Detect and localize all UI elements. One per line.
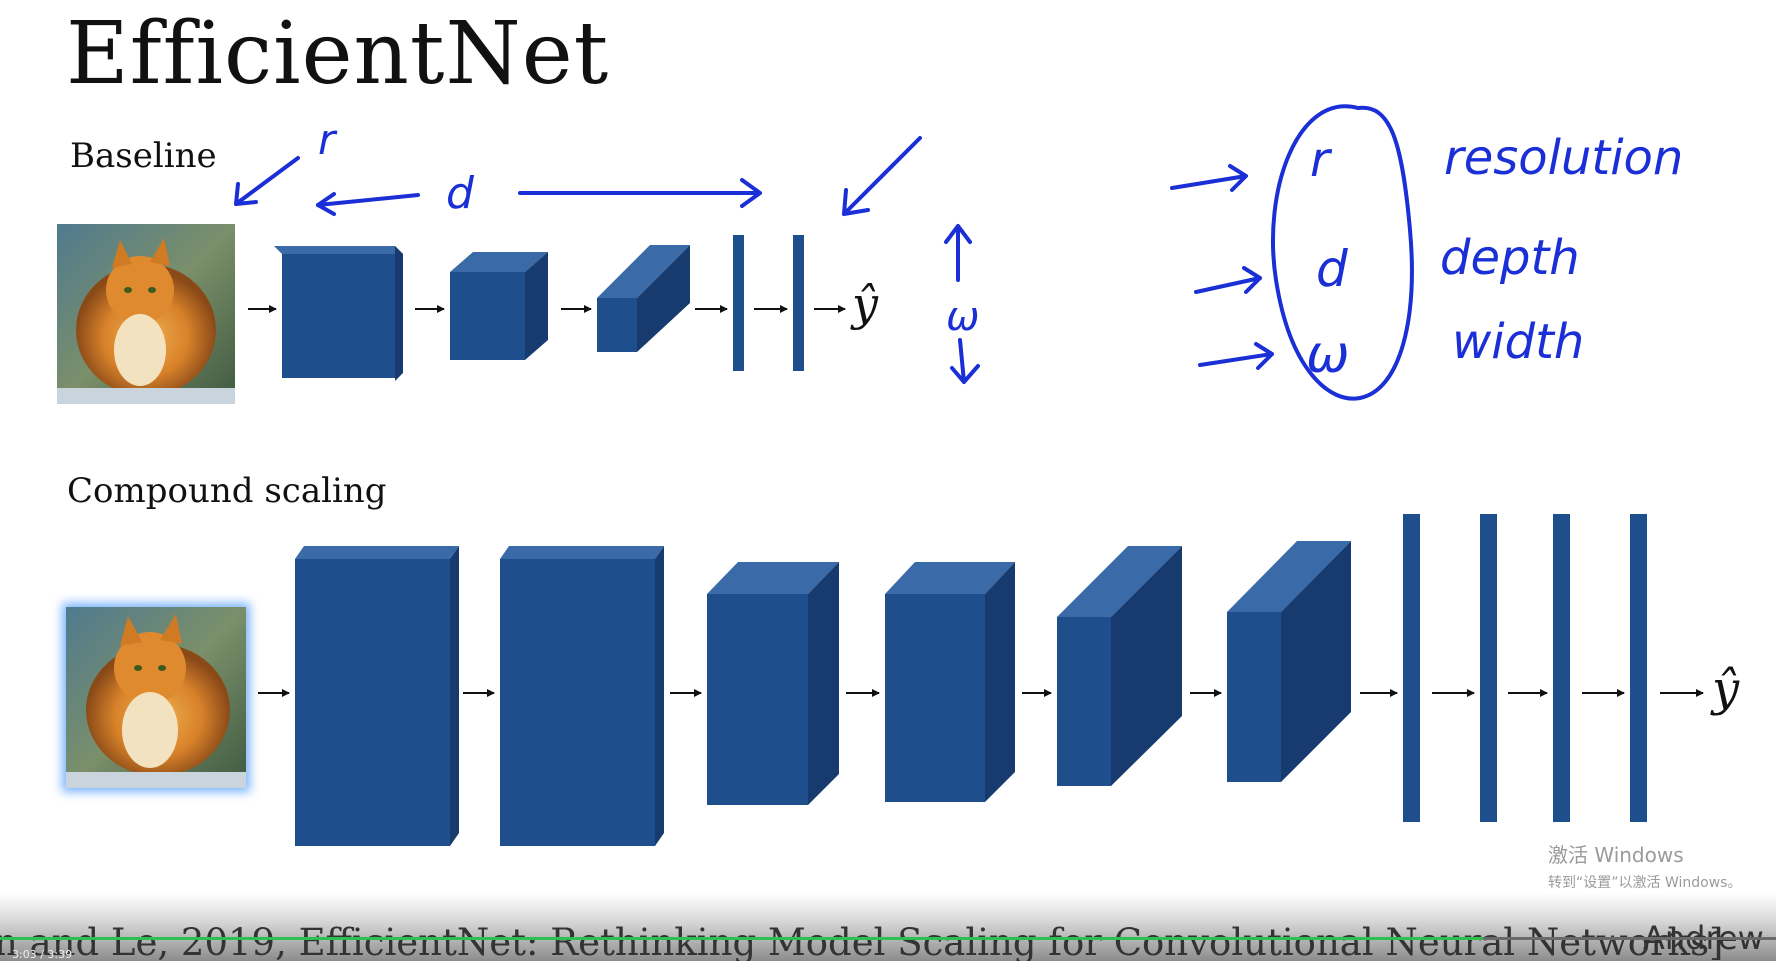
player-bottom-bar: n and Le, 2019, EfficientNet: Rethinking… — [0, 893, 1776, 961]
compound-fc-layer-1 — [1403, 514, 1420, 822]
compound-conv-block-5 — [1057, 546, 1182, 786]
width-symbol: ω — [946, 294, 980, 340]
compound-conv-block-4 — [885, 562, 1015, 802]
video-progress-bar[interactable] — [0, 937, 1776, 940]
depth-list-symbol: d — [1316, 240, 1348, 298]
compound-conv-block-1 — [295, 546, 459, 846]
list-arrow-d — [1194, 266, 1262, 294]
depth-word: depth — [1440, 230, 1580, 286]
width-arrow-down — [950, 338, 980, 384]
handwritten-annotations — [234, 104, 1414, 401]
baseline-conv-block-2 — [450, 252, 548, 360]
list-arrow-w — [1198, 342, 1274, 370]
depth-arrow-left — [316, 192, 420, 216]
baseline-label: Baseline — [70, 136, 217, 176]
baseline-output-y-hat: ŷ — [850, 277, 879, 331]
watermark-subtitle: 转到“设置”以激活 Windows。 — [1548, 875, 1742, 891]
windows-activation-watermark: 激活 Windows 转到“设置”以激活 Windows。 — [1548, 839, 1741, 892]
compound-fc-layer-3 — [1553, 514, 1570, 822]
handwritten-labels: r d ω r d ω resolution depth width — [318, 115, 1683, 385]
width-list-symbol: ω — [1306, 325, 1350, 385]
width-arrow-up — [944, 224, 972, 282]
resolution-arrow — [234, 156, 300, 206]
baseline-cat-image — [57, 224, 235, 404]
page-title: EfficientNet — [66, 4, 610, 104]
baseline-end-arrow — [842, 136, 922, 216]
compound-output-y-hat: ŷ — [1710, 661, 1740, 717]
compound-conv-block-3 — [707, 562, 839, 805]
baseline-fc-layer-1 — [733, 235, 744, 371]
list-arrow-r — [1170, 164, 1248, 192]
ellipse-group — [1271, 104, 1414, 401]
compound-fc-layer-4 — [1630, 514, 1647, 822]
baseline-fc-layer-2 — [793, 235, 804, 371]
baseline-conv-block-1 — [274, 246, 403, 381]
compound-conv-block-6 — [1227, 541, 1351, 782]
resolution-word: resolution — [1444, 130, 1683, 186]
compound-scaling-label: Compound scaling — [67, 471, 387, 511]
compound-conv-block-2 — [500, 546, 664, 846]
compound-fc-layer-2 — [1480, 514, 1497, 822]
video-progress-fill — [0, 937, 1483, 940]
video-time: 3:03 / 3:39 — [12, 948, 73, 961]
paper-citation: n and Le, 2019, EfficientNet: Rethinking… — [0, 921, 1724, 961]
baseline-conv-block-3 — [597, 245, 690, 352]
depth-arrow-right — [518, 178, 762, 208]
watermark-title: 激活 Windows — [1548, 843, 1684, 867]
compound-cat-image — [62, 603, 250, 792]
width-word: width — [1452, 314, 1584, 370]
resolution-list-symbol: r — [1310, 132, 1333, 188]
resolution-symbol: r — [318, 115, 338, 164]
depth-symbol: d — [446, 168, 475, 219]
